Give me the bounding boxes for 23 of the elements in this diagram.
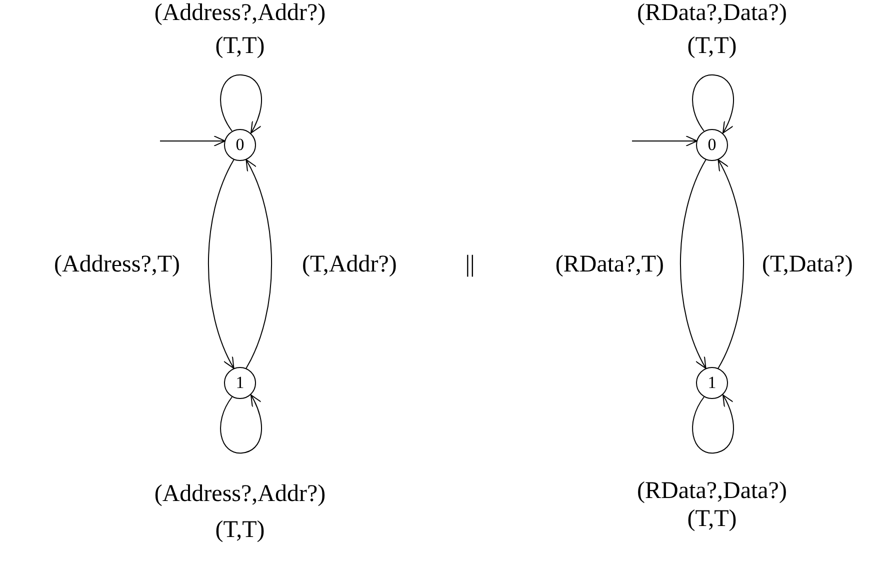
edge-label: (Address?,T) [54,250,180,280]
edge-label: (RData?,Data?) (T,T) [636,477,788,533]
arrow [692,394,734,454]
state-circle: 1 [696,367,728,399]
arrow [718,159,744,369]
arrow [220,74,262,134]
state-circle: 0 [224,129,256,161]
parallel-composition-symbol: || [465,250,475,280]
arrow [246,159,272,369]
edge-label: (Address?,Addr?) (T,T) [153,0,327,61]
arrow [208,159,234,369]
arrow [692,74,734,134]
edge-label: (T,Addr?) [302,250,397,280]
arrow [680,159,706,369]
state-circle: 0 [696,129,728,161]
edge-label: (RData?,Data?) (T,T) [636,0,788,61]
state-circle: 1 [224,367,256,399]
edge-label: (Address?,Addr?) (T,T) [153,480,327,545]
arrow [220,394,262,454]
edge-label: (RData?,T) [555,250,664,280]
edge-label: (T,Data?) [762,250,853,280]
arrow [160,136,226,146]
arrow [632,136,698,146]
